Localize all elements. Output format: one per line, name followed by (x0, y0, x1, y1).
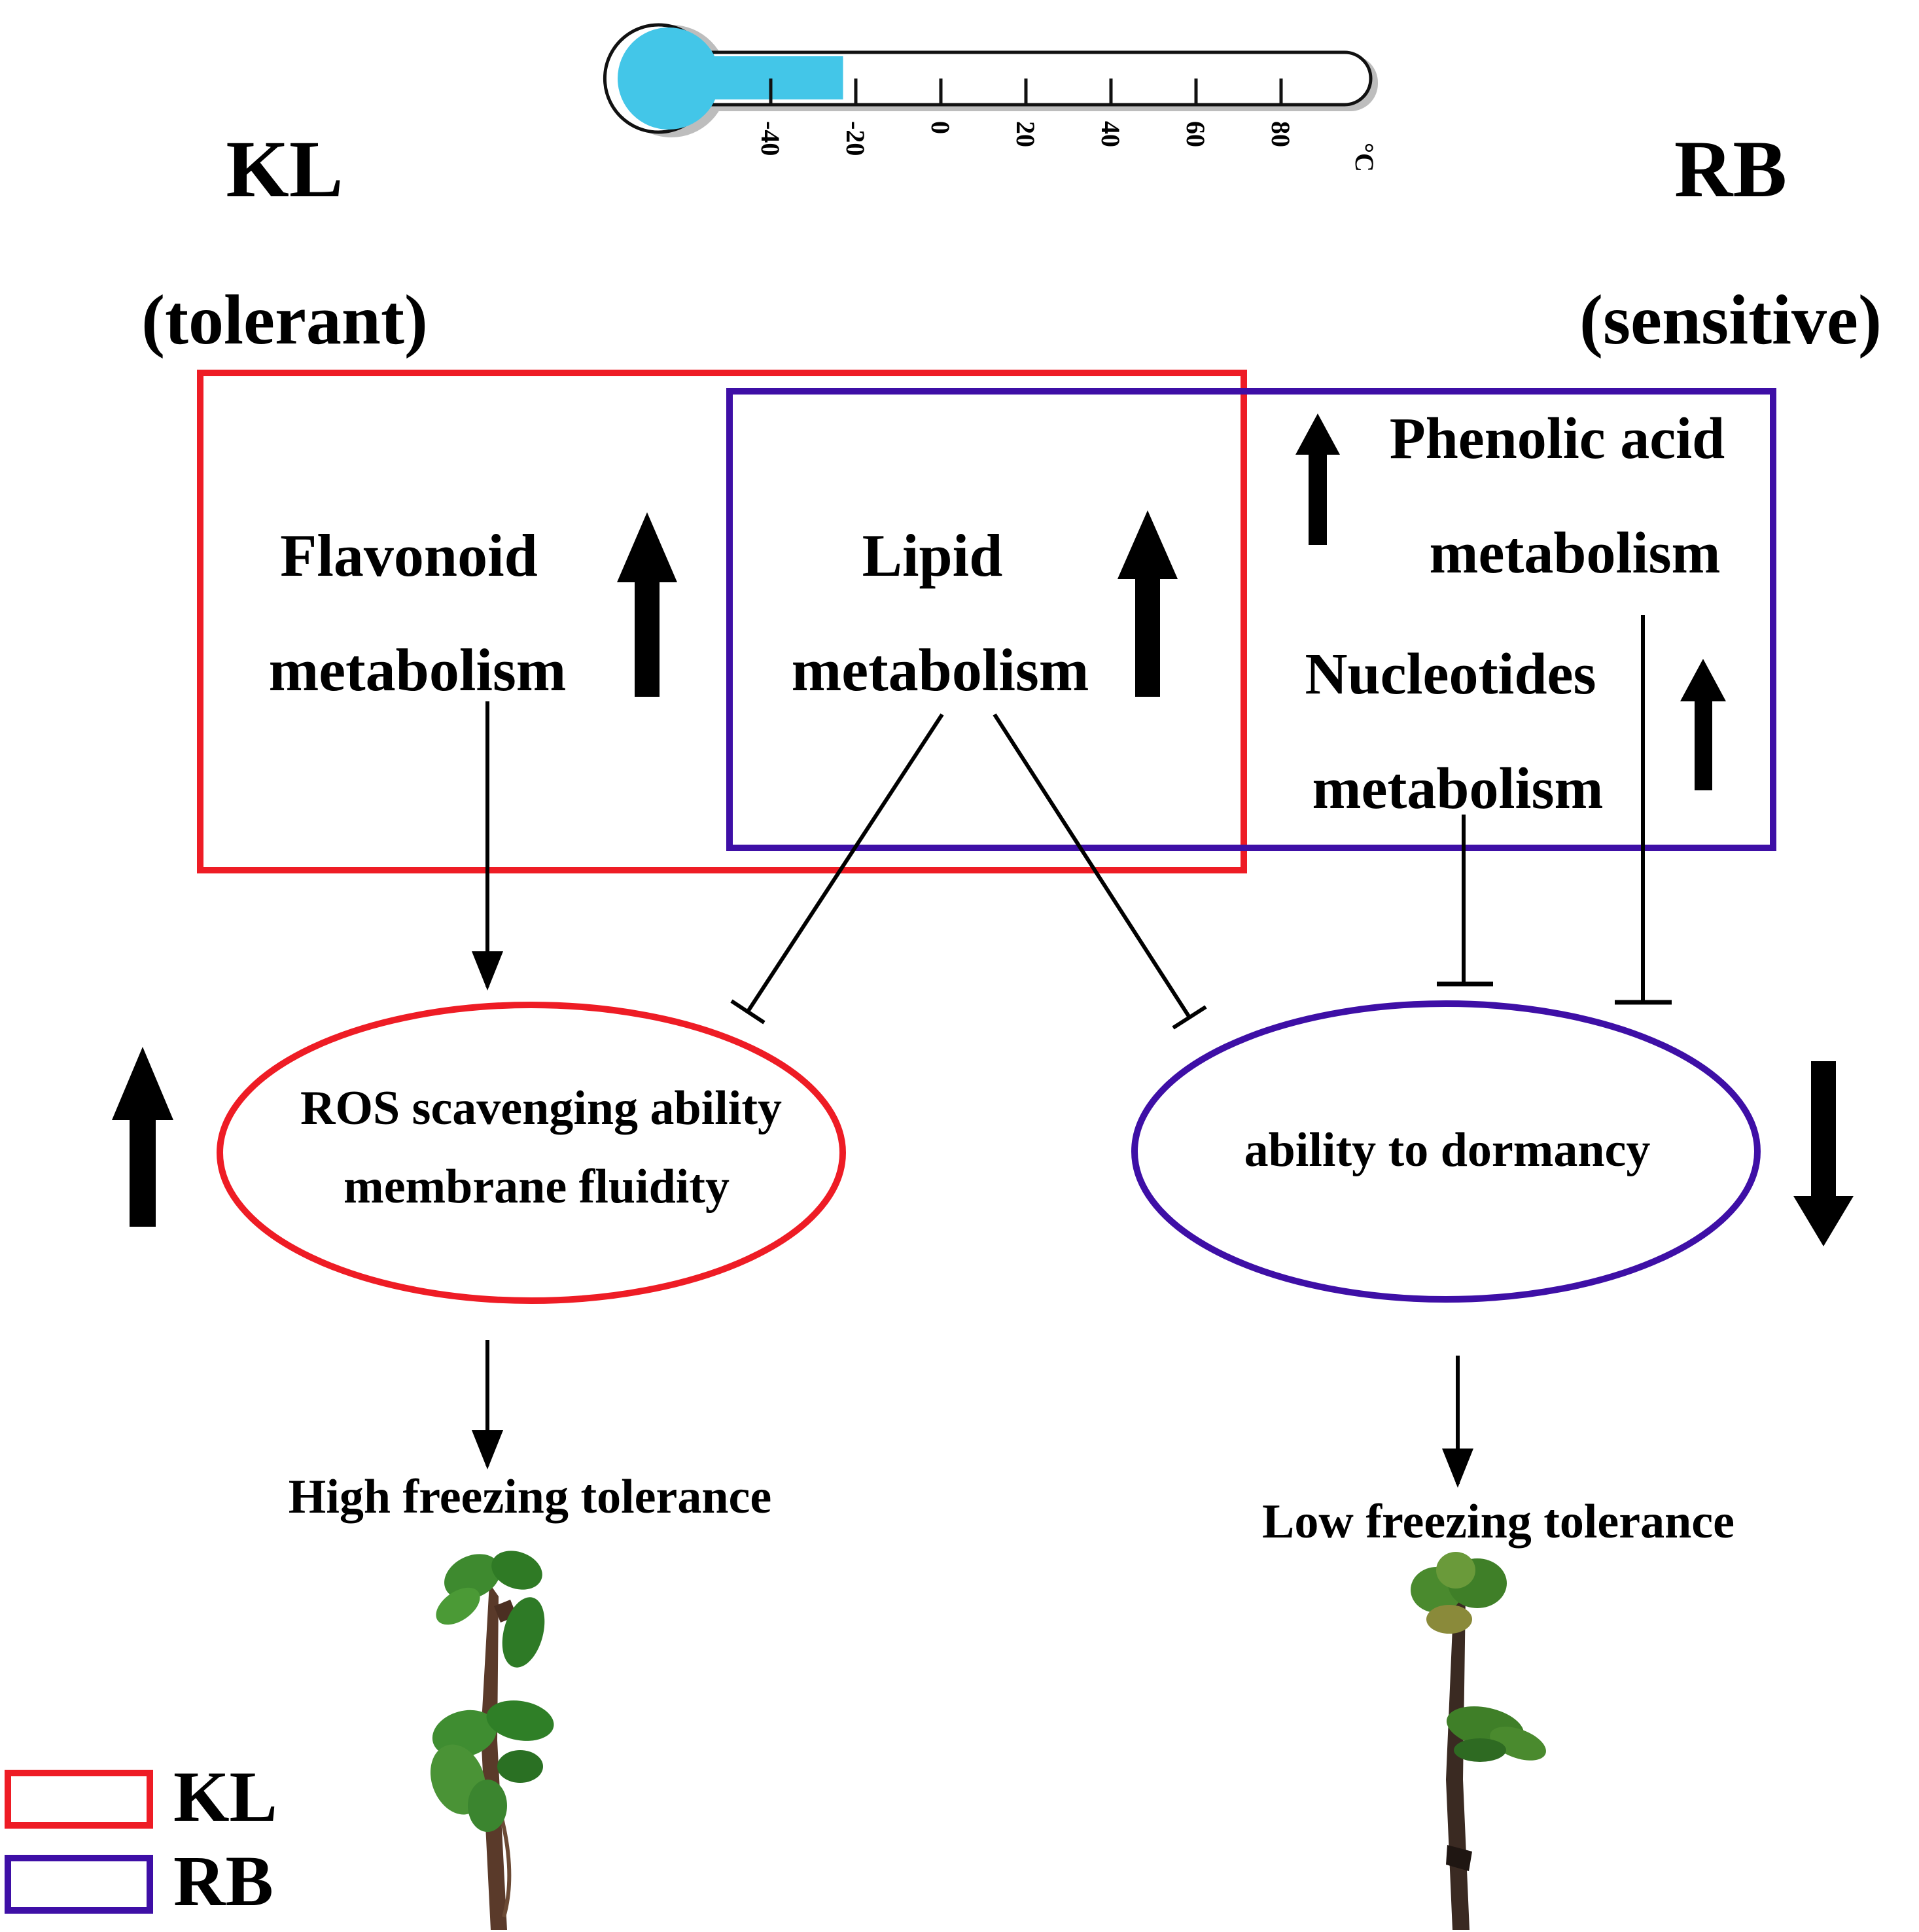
nucleotides-label-line1: Nucleotides (1305, 642, 1596, 707)
dormancy-ellipse (1131, 1000, 1761, 1303)
legend-rb-swatch (5, 1855, 153, 1914)
lipid-label-line2: metabolism (792, 637, 1089, 703)
lipid-to-ros-inhibit (746, 713, 944, 1013)
thermometer: -40 -20 0 20 40 60 80 °C (603, 23, 1379, 172)
high-tolerance-label: High freezing tolerance (289, 1470, 771, 1524)
lipid-to-dormancy-inhibit (993, 713, 1191, 1019)
nucleotides-up-arrow-icon (1680, 659, 1726, 790)
lipid-up-arrow-icon (1118, 510, 1178, 697)
rb-header-name: RB (1674, 124, 1787, 214)
thermometer-tick-label: 20 (1011, 121, 1040, 147)
legend-kl-swatch (5, 1770, 153, 1829)
phenolic-up-arrow-icon (1295, 413, 1340, 545)
kl-metabolism-box (197, 370, 1247, 873)
thermometer-scale: -40 -20 0 20 40 60 80 (756, 79, 1295, 156)
rb-metabolism-box (726, 388, 1776, 851)
ros-label-line1: ROS scavenging ability (300, 1081, 782, 1135)
thermometer-tick-label: 60 (1181, 121, 1210, 147)
ros-ellipse (217, 1002, 846, 1304)
lipid-to-dormancy-inhibit-bar (1172, 1005, 1207, 1030)
thermometer-tick-label: -40 (756, 121, 785, 156)
thermometer-fill (618, 27, 843, 130)
nucleotides-label-line2: metabolism (1312, 756, 1604, 821)
thermometer-tick-label: -20 (841, 121, 870, 156)
legend: KL RB (5, 1757, 277, 1921)
thermometer-tick-label: 80 (1266, 121, 1295, 147)
kl-header-type: (tolerant) (141, 281, 428, 359)
rb-plant-image (1411, 1552, 1546, 1930)
rb-header-type: (sensitive) (1579, 281, 1882, 359)
phenolic-label-line1: Phenolic acid (1390, 406, 1725, 471)
flavonoid-label-line1: Flavonoid (280, 522, 538, 589)
phenolic-label-line2: metabolism (1430, 521, 1721, 586)
kl-plant-image (430, 1551, 554, 1930)
legend-kl-label: KL (173, 1757, 277, 1836)
ros-label-line2: membrane fluidity (343, 1160, 730, 1214)
thermometer-tick-label: 0 (926, 121, 955, 134)
kl-header-name: KL (226, 124, 343, 214)
thermometer-tick-label: 40 (1096, 121, 1125, 147)
flavonoid-up-arrow-icon (617, 512, 677, 697)
thermometer-unit: °C (1350, 143, 1379, 172)
lipid-to-ros-inhibit-bar (730, 999, 766, 1025)
kl-up-arrow-icon (112, 1047, 173, 1227)
dormancy-label: ability to dormancy (1244, 1123, 1651, 1177)
flavonoid-label-line2: metabolism (269, 637, 567, 703)
rb-down-arrow-icon (1793, 1061, 1854, 1246)
legend-rb-label: RB (173, 1841, 273, 1921)
low-tolerance-label: Low freezing tolerance (1262, 1495, 1734, 1549)
lipid-label-line1: Lipid (862, 522, 1003, 589)
